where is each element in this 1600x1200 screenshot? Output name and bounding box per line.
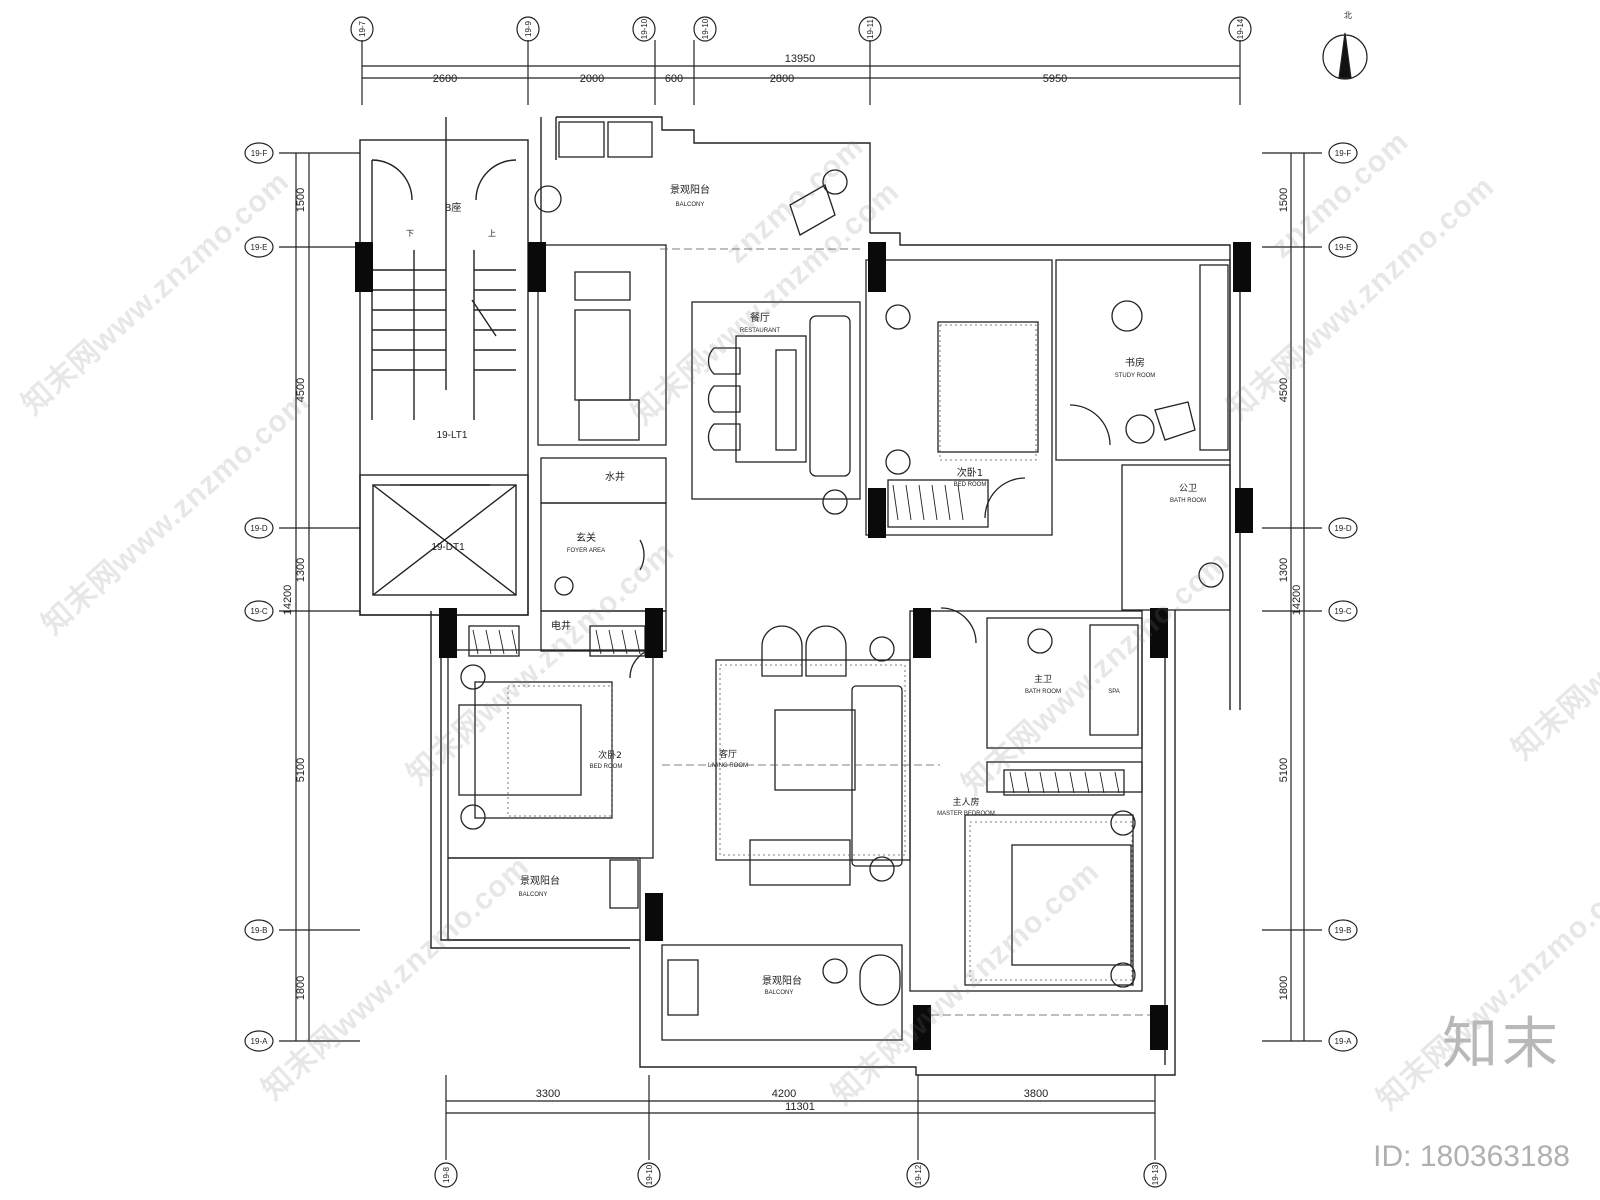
axis-top-3: 19-10 (640, 18, 649, 39)
left-dimension-chain (244, 142, 360, 1052)
bath-master-cn: 主卫 (1034, 673, 1052, 685)
bath-public-cn: 公卫 (1179, 483, 1197, 494)
top-dim-5: 5950 (1043, 73, 1067, 85)
right-dim-3: 1300 (1278, 558, 1290, 582)
axis-top-4: 19-10 (701, 18, 710, 39)
left-dim-1: 1500 (295, 188, 307, 212)
right-dim-1: 1500 (1278, 188, 1290, 212)
north-arrow (1322, 32, 1368, 80)
guide-lines (660, 248, 1150, 1016)
master-cn: 主人房 (952, 796, 979, 808)
top-total-dim: 13950 (785, 53, 816, 65)
elec-shaft-cn: 电井 (551, 619, 571, 632)
stair-up: 上 (488, 229, 496, 238)
axis-top-2: 19-9 (524, 20, 533, 37)
axis-left-6: 19-A (251, 1037, 269, 1046)
axis-right-1: 19-F (1335, 149, 1352, 158)
top-dim-3: 600 (665, 73, 683, 85)
axis-right-3: 19-D (1334, 524, 1352, 533)
study-en: STUDY ROOM (1115, 373, 1156, 379)
right-dim-5: 1800 (1278, 976, 1290, 1000)
top-dimension-chain (361, 40, 1241, 105)
elevator-code: 19-DT1 (431, 542, 465, 553)
right-dim-4: 5100 (1278, 758, 1290, 782)
water-shaft-cn: 水井 (605, 470, 625, 483)
left-dim-2: 4500 (295, 378, 307, 402)
axis-bottom-3: 19-12 (914, 1164, 923, 1185)
stair-down: 下 (406, 229, 414, 238)
stair-code: 19-LT1 (437, 430, 468, 441)
bedroom2-cn: 次卧2 (598, 749, 622, 761)
image-id-label: ID: 180363188 (1373, 1140, 1570, 1173)
right-dim-2: 4500 (1278, 378, 1290, 402)
top-axis-bubbles (350, 16, 1252, 42)
bottom-dim-1: 3300 (536, 1088, 560, 1100)
bottom-dimension-chain (434, 1075, 1167, 1188)
building-outline (359, 116, 1241, 1076)
right-dimension-chain (1262, 142, 1358, 1052)
bedroom1-en: BED ROOM (954, 482, 987, 488)
spa-en: SPA (1108, 689, 1120, 695)
axis-left-1: 19-F (251, 149, 268, 158)
axis-left-2: 19-E (251, 243, 268, 252)
bedroom2-en: BED ROOM (590, 764, 623, 770)
living-en: LIVING ROOM (708, 763, 748, 769)
bedroom1-cn: 次卧1 (957, 466, 983, 479)
axis-top-6: 19-14 (1236, 18, 1245, 39)
right-total-dim: 14200 (1291, 585, 1303, 616)
axis-top-1: 19-7 (358, 20, 367, 37)
room-labels: B座 下 上 19-LT1 19-DT1 景观阳台 BALCONY 餐厅 RES… (406, 183, 1206, 996)
axis-bottom-4: 19-13 (1151, 1164, 1160, 1185)
axis-bottom-2: 19-10 (645, 1164, 654, 1185)
north-label: 北 (1344, 11, 1352, 20)
balcony-bottom-cn: 景观阳台 (762, 974, 802, 987)
restaurant-cn: 餐厅 (750, 311, 770, 324)
foyer-cn: 玄关 (576, 531, 596, 544)
stair-label: B座 (445, 201, 462, 214)
dimension-labels: 13950 2600 2000 600 2800 5950 3300 4200 … (282, 53, 1303, 1113)
balcony-top-cn: 景观阳台 (670, 183, 710, 196)
left-dim-5: 1800 (295, 976, 307, 1000)
living-cn: 客厅 (719, 748, 737, 760)
bottom-dim-3: 3800 (1024, 1088, 1048, 1100)
axis-right-5: 19-B (1335, 926, 1352, 935)
left-total-dim: 14200 (282, 585, 294, 616)
master-en: MASTER BEDROOM (937, 811, 995, 817)
top-dim-2: 2000 (580, 73, 604, 85)
axis-right-6: 19-A (1335, 1037, 1353, 1046)
brand-logo: 知末 (1442, 1012, 1562, 1077)
rug-patterns (507, 324, 1133, 981)
top-dim-4: 2800 (770, 73, 794, 85)
balcony-left-en: BALCONY (519, 892, 548, 898)
left-dim-3: 1300 (295, 558, 307, 582)
bath-public-en: BATH ROOM (1170, 498, 1206, 504)
restaurant-en: RESTAURANT (740, 328, 781, 334)
axis-labels: 19-7 19-9 19-10 19-10 19-11 19-14 19-8 1… (250, 11, 1352, 1185)
balcony-top-en: BALCONY (676, 202, 705, 208)
foyer-en: FOYER AREA (567, 548, 605, 554)
interior-walls (447, 121, 1231, 1041)
structural-columns (355, 242, 1253, 1050)
axis-right-2: 19-E (1335, 243, 1352, 252)
balcony-left-cn: 景观阳台 (520, 874, 560, 887)
balcony-bottom-en: BALCONY (765, 990, 794, 996)
bottom-dim-2: 4200 (772, 1088, 796, 1100)
axis-top-5: 19-11 (866, 19, 875, 39)
axis-left-5: 19-B (251, 926, 268, 935)
wardrobe-hangers (472, 484, 1120, 794)
top-dim-1: 2600 (433, 73, 457, 85)
bath-master-en: BATH ROOM (1025, 689, 1061, 695)
axis-bottom-1: 19-8 (442, 1166, 451, 1183)
bottom-total-dim: 11301 (785, 1101, 815, 1113)
left-dim-4: 5100 (295, 758, 307, 782)
study-cn: 书房 (1125, 356, 1145, 369)
axis-left-3: 19-D (250, 524, 268, 533)
axis-right-4: 19-C (1334, 607, 1352, 616)
axis-left-4: 19-C (250, 607, 268, 616)
